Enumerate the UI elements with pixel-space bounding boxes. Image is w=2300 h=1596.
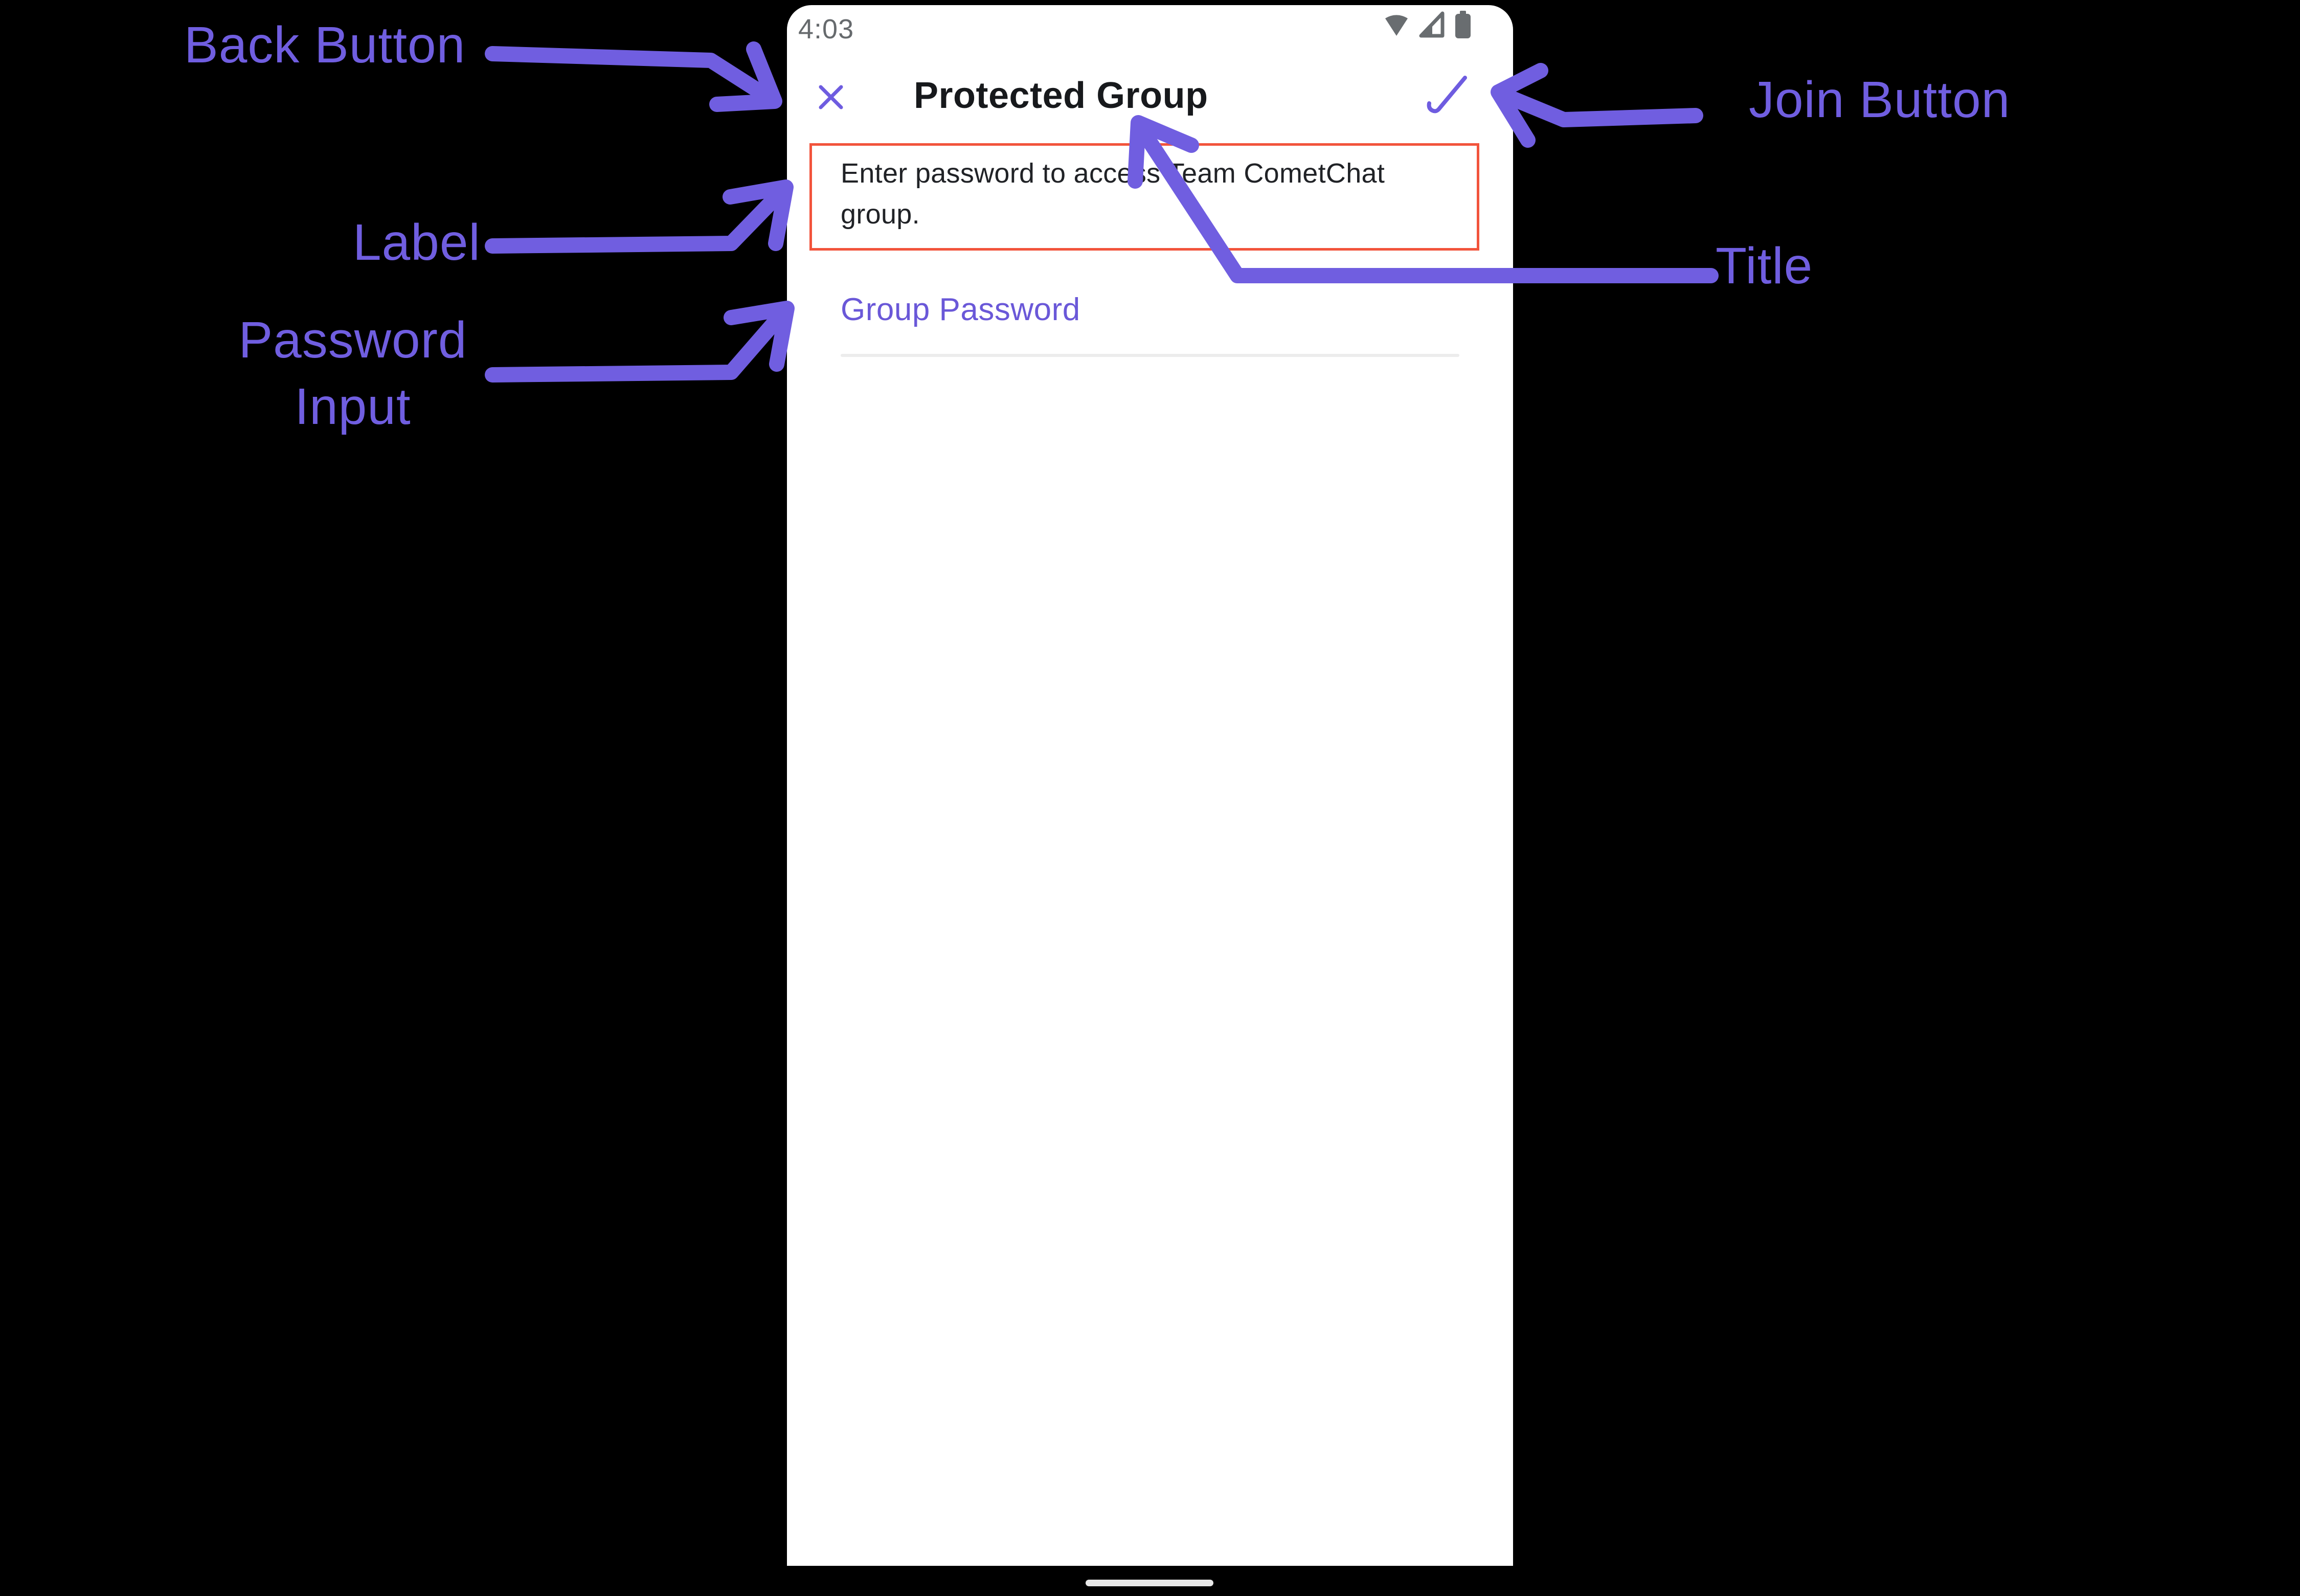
back-close-button[interactable]	[818, 84, 844, 110]
cellular-signal-icon	[1419, 10, 1446, 41]
home-indicator[interactable]	[1086, 1580, 1213, 1586]
password-input-arrow	[485, 301, 795, 383]
password-prompt-highlight-box: Enter password to access Team CometChat …	[809, 143, 1479, 251]
status-bar: 4:03	[787, 5, 1513, 51]
screen-title: Protected Group	[914, 75, 1208, 116]
annotation-back-button: Back Button	[184, 16, 466, 74]
input-underline	[841, 354, 1459, 357]
gesture-nav-band	[787, 1566, 1513, 1596]
annotation-join-button: Join Button	[1749, 71, 2011, 128]
wifi-icon	[1382, 10, 1411, 41]
password-prompt-label: Enter password to access Team CometChat …	[841, 158, 1385, 230]
back-button-arrow	[485, 41, 782, 112]
battery-icon	[1454, 10, 1472, 42]
group-password-input[interactable]: Group Password	[841, 291, 1459, 363]
x-close-icon	[819, 85, 843, 109]
status-icons	[1382, 10, 1472, 42]
phone-screen: 4:03	[787, 5, 1513, 1566]
join-button-arrow	[1491, 63, 1703, 148]
group-password-input-label: Group Password	[841, 292, 1080, 327]
annotation-password-input: Password Input	[238, 311, 467, 435]
join-confirm-button[interactable]	[1426, 75, 1469, 116]
status-time: 4:03	[798, 14, 854, 44]
annotation-label: Label	[353, 214, 481, 271]
annotation-title: Title	[1716, 237, 1813, 295]
checkmark-icon	[1427, 76, 1467, 114]
group-password-header: Protected Group	[787, 71, 1513, 127]
label-arrow	[485, 179, 794, 254]
